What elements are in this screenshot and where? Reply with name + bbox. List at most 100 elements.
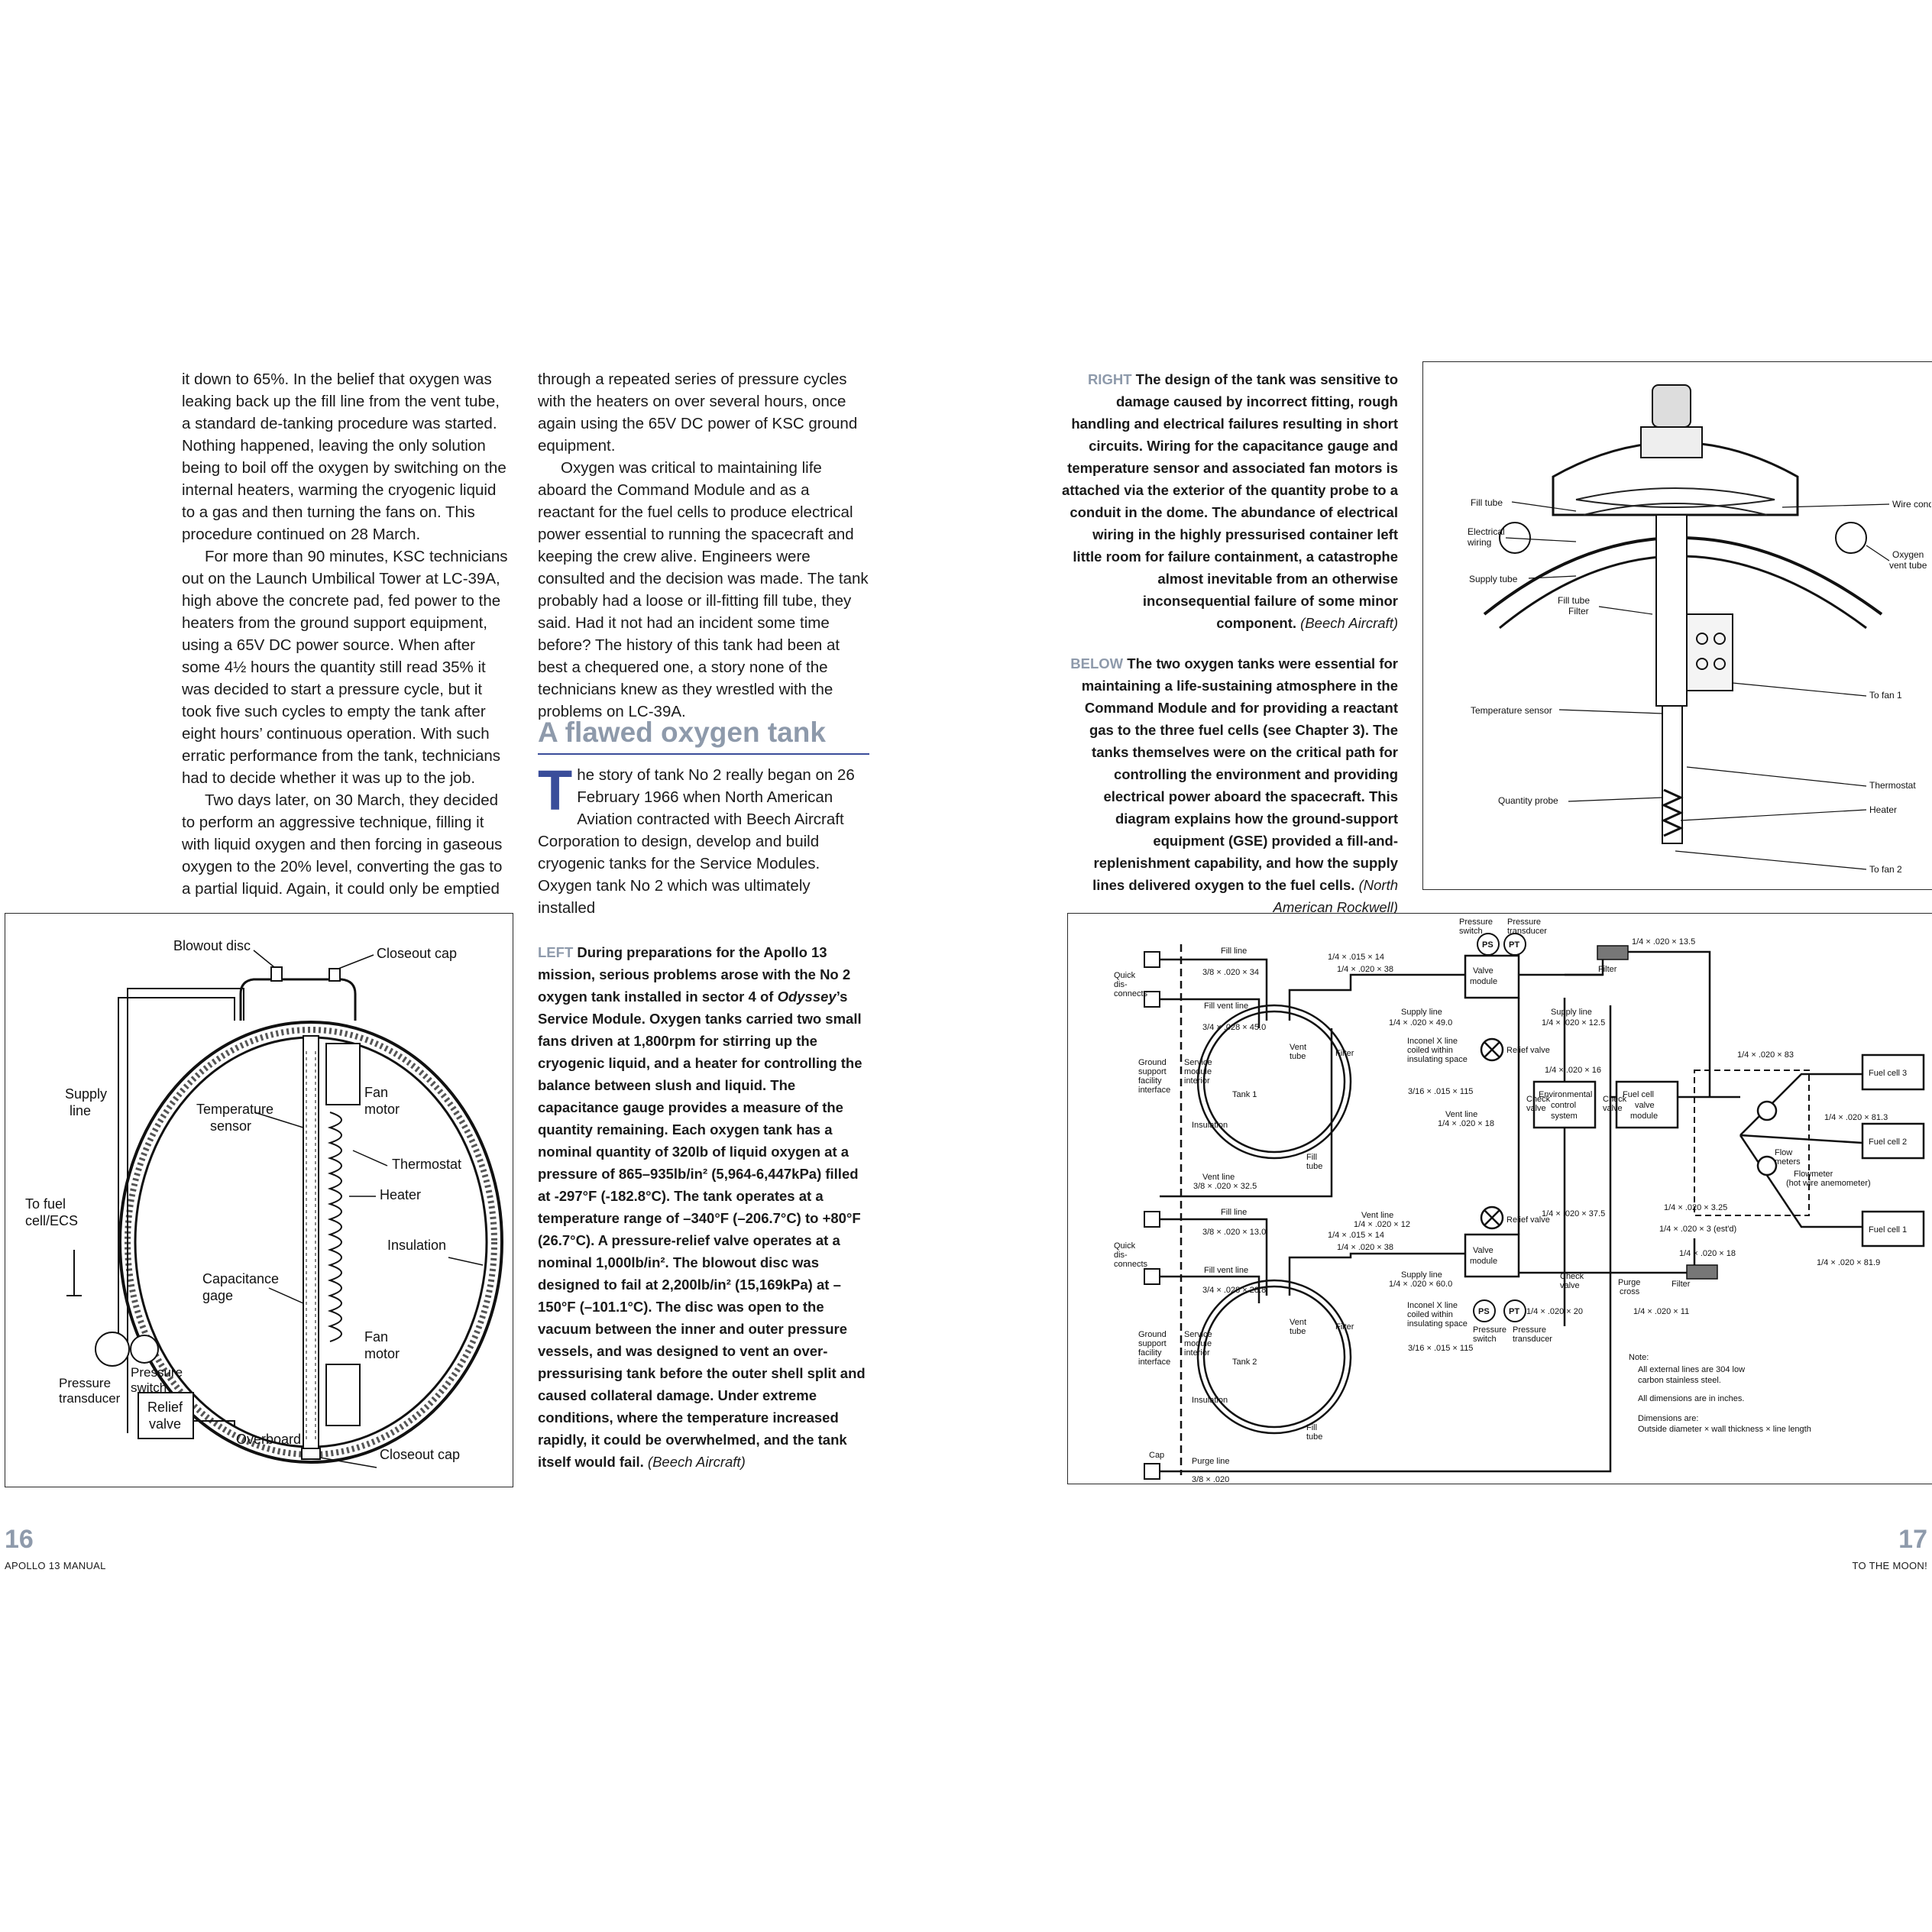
right-caption: RIGHT The design of the tank was sensiti…	[1062, 368, 1398, 634]
blowout-disc-fitting	[270, 966, 283, 982]
leader-line	[1505, 537, 1577, 542]
schematic-svg: Pressure switch Pressure transducer PS P…	[1114, 917, 1925, 1484]
label-fill-tube-filter-2: Filter	[1568, 606, 1589, 616]
fuel-cell-line	[66, 1250, 82, 1296]
s-flownote-b: (hot wire anemometer)	[1786, 1179, 1871, 1188]
s-fill-vent-2: Fill vent line	[1204, 1266, 1248, 1275]
s-smi-2b: module	[1184, 1339, 1212, 1348]
caption-text: The design of the tank was sensitive to …	[1062, 371, 1398, 631]
s-vent-line-3a: Vent line	[1361, 1211, 1393, 1220]
label-thermostat: Thermostat	[1869, 780, 1916, 791]
s-dim-11: 1/4 × .020 × 11	[1633, 1307, 1689, 1316]
leader-line	[1511, 501, 1577, 512]
s-flow-b: meters	[1775, 1157, 1801, 1167]
s-fc1: Fuel cell 1	[1869, 1225, 1907, 1235]
s-ps-1: PS	[1482, 940, 1493, 950]
supply-line-pipe	[127, 988, 244, 1433]
fuel-cell-2-box	[1861, 1122, 1925, 1160]
leader-line	[1680, 809, 1867, 821]
s-dim-16: 1/4 × .020 × 16	[1545, 1066, 1601, 1075]
s-fill-line-2-dim: 3/8 × .020 × 13.0	[1202, 1228, 1266, 1237]
leader-line	[338, 954, 374, 969]
left-page-number: 16	[5, 1525, 34, 1554]
leader-line	[254, 1112, 304, 1128]
pressure-transducer-1	[1503, 933, 1526, 956]
right-running-footer: TO THE MOON!	[1852, 1560, 1927, 1571]
wiring-loop	[1583, 503, 1768, 516]
leader-line	[1558, 709, 1663, 714]
closeout-cap-bottom	[301, 1448, 321, 1460]
label-closeout-cap-top: Closeout cap	[377, 946, 457, 961]
s-fill-vent: Fill vent line	[1204, 1002, 1248, 1011]
s-relief-2: Relief valve	[1506, 1215, 1550, 1225]
s-smi-1b: module	[1184, 1067, 1212, 1076]
caption-text: The two oxygen tanks were essential for …	[1081, 655, 1398, 893]
label-to-fuel-cell-1: To fuel	[25, 1196, 66, 1212]
oxygen-tank-cutaway-diagram: Blowout disc Closeout cap Supply line Te…	[5, 913, 513, 1487]
fuel-cell-1-box	[1861, 1210, 1925, 1248]
pressure-switch-2	[1473, 1299, 1496, 1322]
s-pressure-transducer-1: Pressure	[1507, 917, 1541, 927]
s-gse-2a: Ground	[1138, 1330, 1167, 1339]
s-qd2-3: connects	[1114, 1260, 1148, 1269]
s-dim-375: 1/4 × .020 × 37.5	[1542, 1209, 1605, 1218]
s-dim-b: 1/4 × .020 × 38	[1337, 965, 1393, 974]
label-to-fan-1: To fan 1	[1869, 690, 1902, 701]
schematic-lines	[1160, 944, 1863, 1475]
label-heater: Heater	[380, 1187, 421, 1202]
s-fc3: Fuel cell 3	[1869, 1069, 1907, 1078]
s-note-4: Dimensions are:	[1638, 1414, 1698, 1423]
s-dim-316-2: 3/16 × .015 × 115	[1408, 1344, 1473, 1353]
s-qd2-1: Quick	[1114, 1241, 1136, 1251]
leader-line	[253, 950, 275, 968]
s-vent-line-2a: Vent line	[1202, 1173, 1235, 1182]
s-fill-tube-1a: Fill	[1306, 1153, 1317, 1162]
leader-line	[1866, 545, 1890, 561]
label-capacitance-gage-2: gage	[202, 1288, 233, 1303]
dome-top-fitting	[1652, 384, 1691, 428]
s-vent-tube-1a: Vent	[1290, 1043, 1306, 1052]
s-qd-2: dis-	[1114, 980, 1128, 989]
label-fill-tube: Fill tube	[1471, 497, 1503, 508]
s-valve-module-2b: module	[1470, 1257, 1497, 1266]
s-filter-t1: Filter	[1335, 1049, 1354, 1058]
environmental-control-system-box	[1532, 1080, 1597, 1129]
paragraph: it down to 65%. In the belief that oxyge…	[182, 371, 506, 543]
label-overboard: Overboard	[236, 1432, 301, 1447]
s-valve-module-2a: Valve	[1473, 1246, 1493, 1255]
s-supply3-b: 1/4 × .020 × 60.0	[1389, 1280, 1452, 1289]
filter-bottom	[1686, 1264, 1718, 1280]
label-pressure-transducer-2: transducer	[59, 1391, 121, 1406]
s-check-1b: valve	[1526, 1104, 1546, 1113]
s-supply2-b: 1/4 × .020 × 12.5	[1542, 1018, 1605, 1027]
s-qd-3: connects	[1114, 989, 1148, 998]
fan-hole	[1714, 633, 1726, 645]
vent-pipe	[118, 997, 235, 1357]
tank-diagram-svg: Blowout disc Closeout cap Supply line Te…	[25, 938, 503, 1468]
s-purge-line: Purge line	[1192, 1457, 1230, 1466]
valve-module-2	[1464, 1233, 1520, 1278]
fan-hole	[1696, 658, 1708, 670]
leader-line	[352, 1150, 388, 1167]
s-check-3a: Check	[1560, 1272, 1584, 1281]
s-ps2-a: Pressure	[1473, 1325, 1506, 1335]
label-pressure-switch-1: Pressure	[131, 1365, 183, 1380]
s-tank-2: Tank 2	[1232, 1358, 1257, 1367]
s-inconel-2c: insulating space	[1407, 1319, 1468, 1328]
s-fill-line-2: Fill line	[1221, 1208, 1247, 1217]
s-check-2b: valve	[1603, 1104, 1623, 1113]
label-temperature-sensor-1: Temperature	[196, 1102, 273, 1117]
s-pt-2: PT	[1509, 1307, 1519, 1316]
s-fill-vent-dim: 3/4 × .028 × 45.0	[1202, 1023, 1266, 1032]
s-filter-2: Filter	[1671, 1280, 1691, 1289]
label-blowout-disc: Blowout disc	[173, 938, 251, 953]
s-gse-1c: facility	[1138, 1076, 1162, 1086]
s-fill-line-dim: 3/8 × .020 × 34	[1202, 968, 1259, 977]
s-gse-2b: support	[1138, 1339, 1167, 1348]
label-wire-conduit: Wire conduit	[1892, 499, 1931, 510]
caption-credit: (Beech Aircraft)	[1300, 615, 1398, 631]
leader-line	[1598, 606, 1653, 615]
s-ecs-a: Environmental	[1539, 1090, 1592, 1099]
heading-rule	[538, 753, 869, 755]
s-check-3b: valve	[1560, 1281, 1580, 1290]
